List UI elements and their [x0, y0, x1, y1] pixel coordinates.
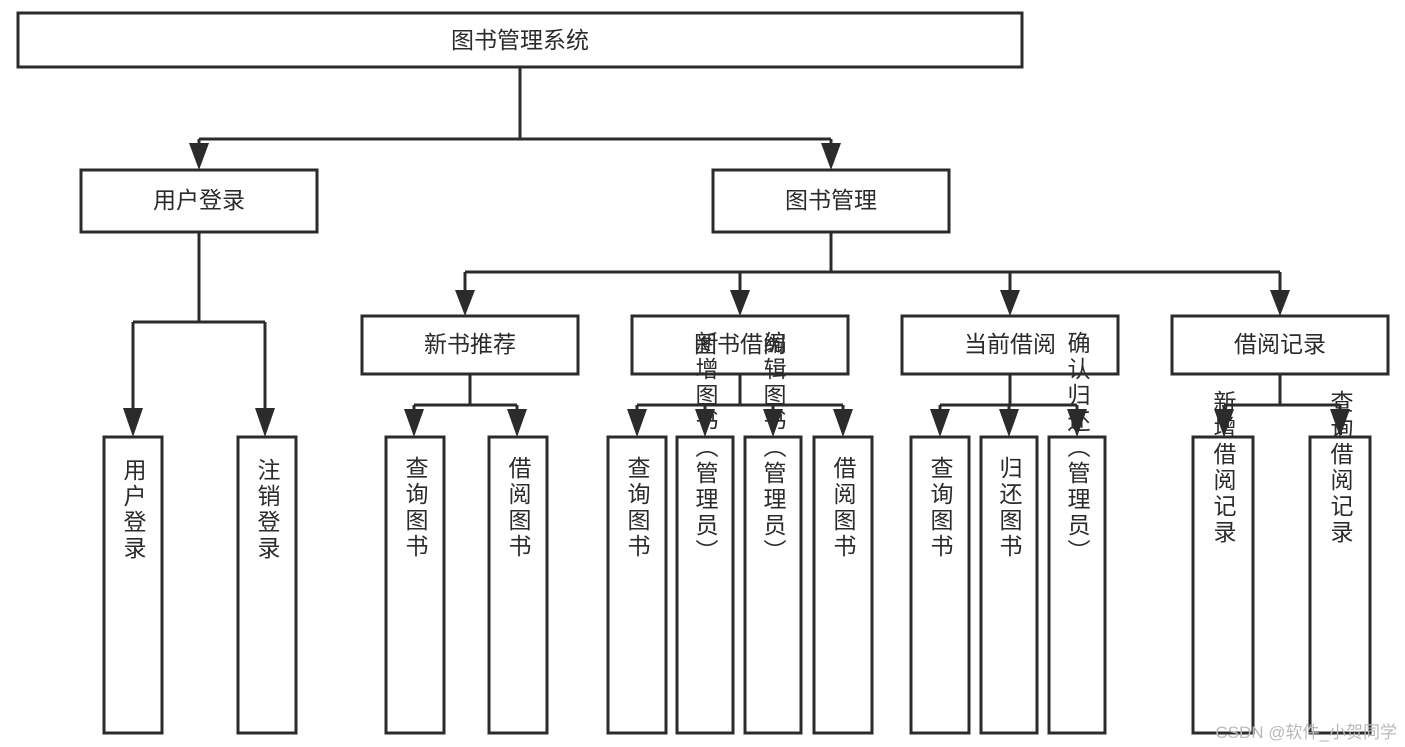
arrow-head-leaf-query-book-3 — [930, 409, 950, 437]
arrow-head-leaf-edit-book — [763, 409, 783, 437]
node-borrow-record-box[interactable] — [1170, 314, 1390, 376]
node-leaf-query-book-3-label: 查询图书 — [927, 456, 954, 560]
node-leaf-edit-book-box[interactable] — [743, 435, 803, 735]
node-book-manage[interactable]: 图书管理 — [711, 168, 951, 234]
node-leaf-logout[interactable]: 注销登录 — [236, 435, 298, 735]
node-leaf-query-book-2-label: 查询图书 — [624, 456, 651, 560]
node-book-borrow-label: 图书借阅 — [694, 331, 786, 357]
node-leaf-user-login-box[interactable] — [102, 435, 164, 735]
node-leaf-query-record-label: 查询借阅记录 — [1327, 390, 1354, 546]
node-leaf-borrow-book-2-box[interactable] — [812, 435, 874, 735]
node-leaf-return-book-box[interactable] — [979, 435, 1039, 735]
node-leaf-borrow-book-2-label: 借阅图书 — [830, 456, 857, 560]
node-new-book-rec-label: 新书推荐 — [424, 331, 516, 357]
arrow-head-leaf-confirm-return — [1067, 409, 1087, 437]
node-leaf-query-book-3-box[interactable] — [909, 435, 971, 735]
arrow-head-borrowrecord — [1270, 290, 1290, 316]
node-leaf-add-book-label: 新增图书（管理员） — [692, 331, 719, 565]
arrow-head-leaf-borrow-book-2 — [833, 409, 853, 437]
node-leaf-confirm-return-label: 确认归还（管理员） — [1064, 331, 1091, 565]
node-book-borrow[interactable]: 图书借阅 — [630, 314, 850, 376]
arrow-head-leaf-logout — [255, 408, 275, 437]
node-leaf-add-book-box[interactable] — [675, 435, 735, 735]
node-borrow-record-label: 借阅记录 — [1234, 331, 1326, 357]
node-borrow-record[interactable]: 借阅记录 — [1170, 314, 1390, 376]
connector-layer — [123, 67, 1350, 437]
node-leaf-add-record-label: 新增借阅记录 — [1210, 390, 1237, 546]
node-leaf-query-book-1-label: 查询图书 — [402, 456, 429, 560]
node-leaf-query-book-2-box[interactable] — [606, 435, 668, 735]
arrow-head-bookborrow — [730, 290, 750, 316]
node-leaf-edit-book[interactable]: 编辑图书（管理员） — [743, 331, 803, 735]
node-book-borrow-box[interactable] — [630, 314, 850, 376]
node-current-borrow[interactable]: 当前借阅 — [900, 314, 1120, 376]
node-leaf-query-book-3[interactable]: 查询图书 — [909, 435, 971, 735]
arrow-head-leaf-add-record — [1214, 409, 1234, 437]
node-new-book-rec-box[interactable] — [360, 314, 580, 376]
node-root[interactable]: 图书管理系统 — [16, 11, 1024, 69]
node-leaf-query-book-1-box[interactable] — [384, 435, 446, 735]
node-leaf-return-book[interactable]: 归还图书 — [979, 435, 1039, 735]
node-leaf-borrow-book-1-box[interactable] — [487, 435, 549, 735]
node-root-box[interactable] — [16, 11, 1024, 69]
node-user-login-box[interactable] — [79, 168, 319, 234]
arrow-head-leaf-add-book — [695, 409, 715, 437]
node-book-manage-label: 图书管理 — [785, 187, 877, 213]
node-leaf-return-book-label: 归还图书 — [996, 456, 1023, 560]
node-leaf-logout-box[interactable] — [236, 435, 298, 735]
arrow-head-userlogin — [189, 143, 209, 170]
arrow-head-leaf-query-book-1 — [404, 409, 424, 437]
node-leaf-add-record-box[interactable] — [1191, 435, 1255, 735]
node-leaf-user-login[interactable]: 用户登录 — [102, 435, 164, 735]
node-leaf-confirm-return[interactable]: 确认归还（管理员） — [1047, 331, 1107, 735]
node-current-borrow-label: 当前借阅 — [964, 331, 1056, 357]
node-leaf-add-book[interactable]: 新增图书（管理员） — [675, 331, 735, 735]
node-current-borrow-box[interactable] — [900, 314, 1120, 376]
node-leaf-user-login-label: 用户登录 — [120, 458, 147, 562]
arrow-head-leaf-query-book-2 — [627, 409, 647, 437]
node-leaf-query-record-box[interactable] — [1308, 435, 1372, 735]
node-leaf-confirm-return-box[interactable] — [1047, 435, 1107, 735]
arrow-head-bookmanage — [821, 143, 841, 170]
node-leaf-add-record[interactable]: 新增借阅记录 — [1191, 390, 1255, 735]
node-new-book-rec[interactable]: 新书推荐 — [360, 314, 580, 376]
node-leaf-borrow-book-2[interactable]: 借阅图书 — [812, 435, 874, 735]
node-book-manage-box[interactable] — [711, 168, 951, 234]
arrow-head-leaf-query-record — [1330, 409, 1350, 437]
node-root-label: 图书管理系统 — [451, 27, 589, 53]
arrow-head-currentborrow — [1000, 290, 1020, 316]
arrow-head-newbookrec — [455, 290, 475, 316]
node-leaf-query-record[interactable]: 查询借阅记录 — [1308, 390, 1372, 735]
node-leaf-query-book-1[interactable]: 查询图书 — [384, 435, 446, 735]
node-leaf-borrow-book-1-label: 借阅图书 — [505, 456, 532, 560]
node-leaf-logout-label: 注销登录 — [254, 458, 281, 562]
node-leaf-edit-book-label: 编辑图书（管理员） — [760, 331, 787, 565]
arrow-head-leaf-borrow-book-1 — [507, 409, 527, 437]
node-leaf-borrow-book-1[interactable]: 借阅图书 — [487, 435, 549, 735]
node-user-login[interactable]: 用户登录 — [79, 168, 319, 234]
node-leaf-query-book-2[interactable]: 查询图书 — [606, 435, 668, 735]
node-user-login-label: 用户登录 — [153, 187, 245, 213]
arrow-head-leaf-return-book — [999, 409, 1019, 437]
arrow-head-leaf-user-login — [123, 408, 143, 437]
